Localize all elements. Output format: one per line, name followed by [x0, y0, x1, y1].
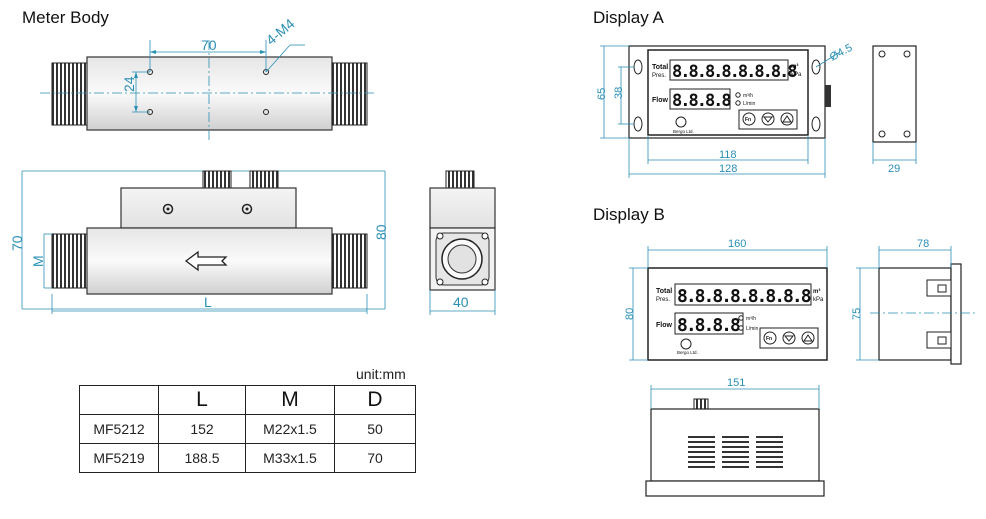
- a-unit-lmin: L/min: [743, 101, 755, 107]
- flow-direction-arrow: [184, 250, 228, 272]
- a-up-button[interactable]: [780, 112, 794, 126]
- a-digits-bottom: 8.8.8.8: [672, 91, 731, 111]
- dim-70-side: 70: [9, 235, 25, 251]
- table-header-row: L M D: [79, 385, 416, 415]
- display-b-title: Display B: [593, 205, 665, 224]
- a-unit-kpa: kPa: [791, 72, 802, 78]
- dim-40: 40: [453, 294, 469, 310]
- b-led-lmin: [738, 325, 744, 331]
- dim-151: 151: [727, 377, 745, 389]
- dim-70-top: 70: [201, 37, 217, 53]
- header-model: [79, 385, 159, 415]
- end-fitting: [445, 170, 475, 189]
- display-a-title: Display A: [593, 8, 664, 27]
- side-fitting: [249, 170, 279, 189]
- b-digits-top: 8.8.8.8.8.8.8.8: [677, 286, 811, 307]
- a-total-label: Total: [652, 64, 668, 71]
- dim-l: L: [204, 294, 212, 310]
- screw: [241, 203, 253, 215]
- b-fn-label: Fn: [766, 336, 772, 342]
- b-digits-bottom: 8.8.8.8: [677, 315, 740, 336]
- b-unit-m3h: m³/h: [746, 316, 756, 322]
- a-unit-m3: m³: [791, 63, 798, 70]
- screw: [162, 203, 174, 215]
- b-led-m3h: [738, 315, 744, 321]
- b-pres-label: Pres.: [656, 297, 670, 303]
- dim-24: 24: [121, 76, 137, 92]
- header-d: D: [334, 385, 416, 415]
- a-fn-button[interactable]: [742, 112, 756, 126]
- a-digits-top: 8.8.8.8.8.8.8.8: [672, 62, 797, 82]
- header-m: M: [245, 385, 335, 415]
- meter-top-body: [86, 56, 333, 131]
- display-b-front: Total Pres. 8.8.8.8.8.8.8.8 m³ kPa Flow …: [624, 238, 828, 361]
- b-fn-button[interactable]: [763, 331, 777, 345]
- cell-model: MF5212: [79, 414, 159, 444]
- dim-80-b: 80: [624, 308, 636, 320]
- a-down-button[interactable]: [761, 112, 775, 126]
- dim-80: 80: [373, 224, 389, 240]
- b-unit-m3: m³: [813, 288, 820, 295]
- meter-end-view: 40: [429, 170, 496, 315]
- side-fitting: [202, 170, 232, 189]
- cell-l: 152: [158, 414, 246, 444]
- b-flow-label: Flow: [656, 322, 672, 329]
- vent-slots: [688, 436, 783, 468]
- table-row: MF5219 188.5 M33x1.5 70: [79, 443, 416, 473]
- header-l: L: [158, 385, 246, 415]
- dim-hole: Ø4.5: [828, 42, 855, 64]
- b-unit-kpa: kPa: [813, 297, 824, 303]
- meter-body-title: Meter Body: [22, 8, 109, 27]
- display-b-side: 78 75: [851, 238, 975, 365]
- cell-model: MF5219: [79, 443, 159, 473]
- a-led-lmin: [735, 100, 741, 106]
- cell-l: 188.5: [158, 443, 246, 473]
- right-thread-side: [331, 233, 368, 289]
- dim-75: 75: [851, 308, 863, 320]
- b-up-button[interactable]: [801, 331, 815, 345]
- b-total-label: Total: [656, 288, 672, 295]
- dim-128: 128: [719, 163, 737, 175]
- b-brand: Bergo Ltd.: [677, 350, 698, 355]
- b-unit-lmin: L/min: [746, 326, 758, 332]
- a-fn-label: Fn: [745, 117, 751, 123]
- a-pres-label: Pres.: [652, 73, 666, 79]
- meter-top-view: 70 4-M4 24: [40, 15, 375, 140]
- left-thread-top: [51, 62, 88, 126]
- table-row: MF5212 152 M22x1.5 50: [79, 414, 416, 444]
- right-thread-top: [331, 62, 368, 126]
- b-brand-logo: [680, 338, 692, 350]
- a-flow-label: Flow: [652, 97, 668, 104]
- dim-160: 160: [728, 238, 746, 250]
- display-b-top: 151: [645, 377, 825, 497]
- mount-hole: [263, 109, 269, 115]
- display-a-front: Total Pres. 8.8.8.8.8.8.8.8 m³ kPa Flow …: [596, 42, 854, 178]
- display-a-side: 29: [872, 45, 917, 175]
- unit-label: unit:mm: [356, 366, 406, 382]
- sensor-block: [120, 187, 297, 229]
- cell-m: M33x1.5: [245, 443, 335, 473]
- a-led-m3h: [735, 92, 741, 98]
- cell-m: M22x1.5: [245, 414, 335, 444]
- spec-table: L M D MF5212 152 M22x1.5 50 MF5219 188.5…: [79, 385, 416, 473]
- left-thread-side: [51, 233, 88, 289]
- dim-4m4: 4-M4: [263, 15, 298, 48]
- cell-d: 50: [334, 414, 416, 444]
- dim-118: 118: [719, 149, 737, 161]
- dim-38: 38: [613, 87, 625, 99]
- dim-m: M: [30, 255, 46, 267]
- meter-side-view: 70 M 80 L: [9, 170, 389, 314]
- dim-78: 78: [917, 238, 929, 250]
- b-down-button[interactable]: [782, 331, 796, 345]
- a-brand: Bergo Ltd.: [673, 129, 694, 134]
- a-brand-logo: [675, 116, 687, 128]
- dim-65: 65: [596, 88, 608, 100]
- dim-29: 29: [888, 163, 900, 175]
- a-unit-m3h: m³/h: [743, 93, 753, 99]
- cell-d: 70: [334, 443, 416, 473]
